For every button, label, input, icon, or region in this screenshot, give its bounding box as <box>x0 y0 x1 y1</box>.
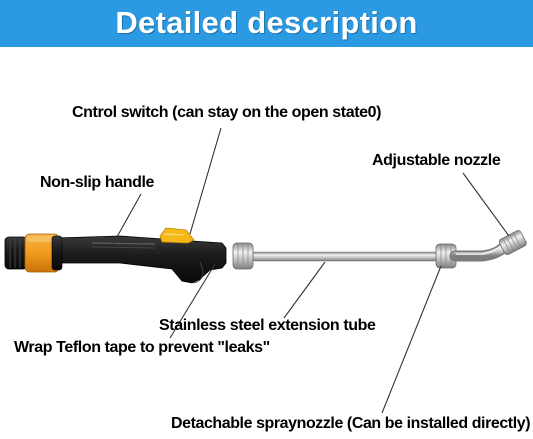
extension-tube-label: Stainless steel extension tube <box>159 317 376 334</box>
leader-lines <box>112 127 510 414</box>
non-slip-handle-label: Non-slip handle <box>40 174 155 191</box>
control-switch <box>159 227 195 244</box>
teflon-tape-label: Wrap Teflon tape to prevent "leaks" <box>14 339 270 356</box>
adjustable-nozzle <box>449 230 527 262</box>
header-banner <box>0 0 533 47</box>
spray-nozzle-label: Detachable spraynozzle (Can be installed… <box>171 415 531 432</box>
tube-coupling-nut <box>232 242 254 270</box>
control-switch-label: Cntrol switch (can stay on the open stat… <box>72 104 382 121</box>
non-slip-handle <box>54 235 227 284</box>
adjustable-nozzle-label: Adjustable nozzle <box>372 152 501 169</box>
page-title: Detailed description <box>115 5 418 40</box>
hose-connector <box>4 233 63 273</box>
extension-tube <box>251 251 441 262</box>
